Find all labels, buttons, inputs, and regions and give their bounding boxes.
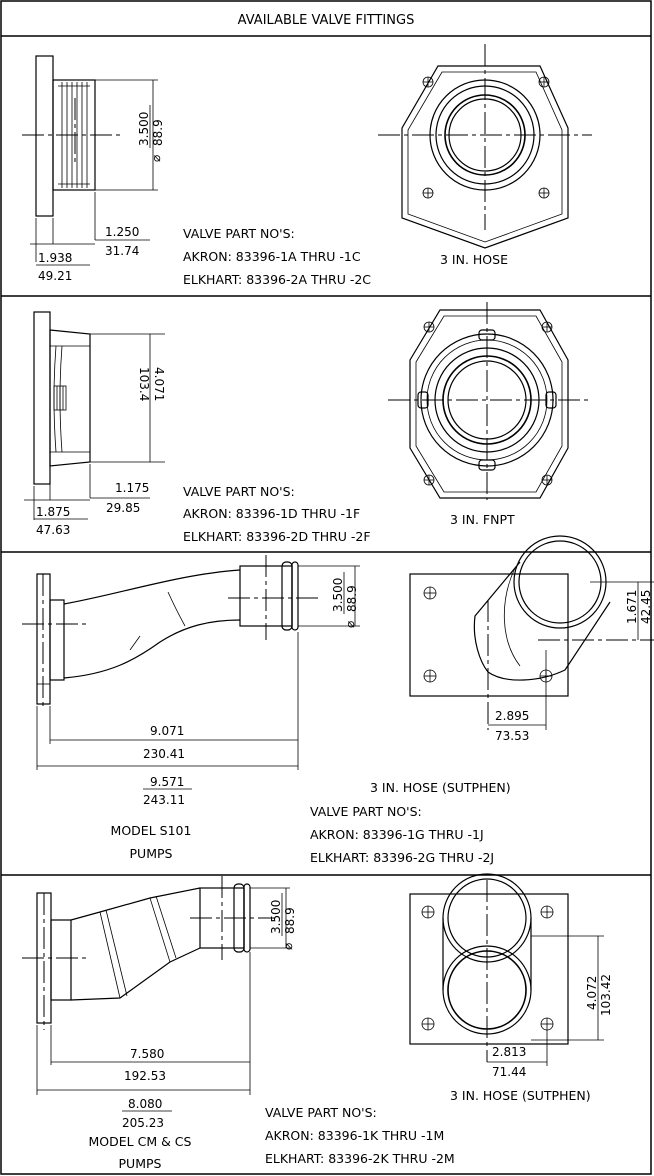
section-4-notes: 3 IN. HOSE (SUTPHEN) VALVE PART NO'S: AK…	[265, 1088, 591, 1166]
section-3-front-view	[409, 535, 654, 730]
akron-part: AKRON: 83396-1D THRU -1F	[183, 506, 360, 521]
dim-d-mm: 42.45	[639, 590, 653, 624]
section-1-notes: VALVE PART NO'S: AKRON: 83396-1A THRU -1…	[183, 226, 508, 287]
section-4-side-view	[22, 876, 290, 1095]
section-2-notes: VALVE PART NO'S: AKRON: 83396-1D THRU -1…	[183, 484, 515, 544]
model-line-1: MODEL CM & CS	[89, 1134, 192, 1149]
dim-a-in: 7.580	[130, 1047, 164, 1061]
elkhart-part: ELKHART: 83396-2D THRU -2F	[183, 529, 371, 544]
dim-d-mm: 103.42	[599, 974, 613, 1016]
dim-a-mm: 192.53	[124, 1069, 166, 1083]
fitting-label: 3 IN. FNPT	[450, 512, 515, 527]
dim-c-in: 2.813	[492, 1045, 526, 1059]
dim-dia-mm: 88.9	[151, 119, 165, 146]
fitting-label: 3 IN. HOSE	[440, 252, 508, 267]
dim-d-in: 4.072	[585, 976, 599, 1010]
diameter-symbol: ⌀	[281, 943, 295, 950]
dim-a-in: 1.250	[105, 225, 139, 239]
part-heading: VALVE PART NO'S:	[310, 804, 422, 819]
section-2-dimensions: 4.071 103.4 1.175 29.85 1.875 47.63	[34, 367, 166, 537]
section-4-front-view	[409, 873, 604, 1066]
dim-b-mm: 243.11	[143, 793, 185, 807]
model-line-1: MODEL S101	[111, 823, 192, 838]
akron-part: AKRON: 83396-1G THRU -1J	[310, 827, 484, 842]
dim-b-mm: 49.21	[38, 269, 72, 283]
dim-d-in: 1.671	[625, 590, 639, 624]
section-1-side-view	[22, 55, 158, 262]
dim-dia-in: 3.500	[331, 578, 345, 612]
dim-dia-in: 3.500	[269, 900, 283, 934]
dim-a-mm: 31.74	[105, 244, 139, 258]
section-1-front-view	[378, 44, 592, 249]
dim-c-mm: 73.53	[495, 729, 529, 743]
section-4-dimensions: 3.500 88.9 ⌀ 7.580 192.53 8.080 205.23 M…	[89, 893, 297, 1171]
elkhart-part: ELKHART: 83396-2G THRU -2J	[310, 850, 494, 865]
dim-b-mm: 205.23	[122, 1116, 164, 1130]
part-heading: VALVE PART NO'S:	[183, 484, 295, 499]
dim-a-in: 1.175	[115, 481, 149, 495]
dim-a-mm: 230.41	[143, 747, 185, 761]
dim-b-in: 8.080	[128, 1097, 162, 1111]
fitting-label: 3 IN. HOSE (SUTPHEN)	[450, 1088, 591, 1103]
dim-b-in: 1.938	[38, 251, 72, 265]
dim-dia-mm: 103.4	[137, 367, 151, 401]
model-line-2: PUMPS	[119, 1156, 162, 1171]
model-line-2: PUMPS	[130, 846, 173, 861]
dim-b-mm: 47.63	[36, 523, 70, 537]
section-2-front-view	[388, 302, 590, 500]
section-3-notes: 3 IN. HOSE (SUTPHEN) VALVE PART NO'S: AK…	[310, 780, 511, 865]
section-4-dimensions-right: 2.813 71.44 4.072 103.42	[492, 974, 613, 1079]
fitting-label: 3 IN. HOSE (SUTPHEN)	[370, 780, 511, 795]
dim-dia-in: 4.071	[152, 367, 166, 401]
dim-dia-in: 3.500	[137, 112, 151, 146]
dim-b-in: 1.875	[36, 505, 70, 519]
dim-dia-mm: 88.9	[283, 907, 297, 934]
dim-c-in: 2.895	[495, 709, 529, 723]
akron-part: AKRON: 83396-1A THRU -1C	[183, 249, 361, 264]
elkhart-part: ELKHART: 83396-2A THRU -2C	[183, 272, 371, 287]
section-2-side-view	[24, 311, 165, 520]
diameter-symbol: ⌀	[343, 621, 357, 628]
dim-a-in: 9.071	[150, 724, 184, 738]
table-title: AVAILABLE VALVE FITTINGS	[238, 13, 415, 28]
dim-a-mm: 29.85	[106, 501, 140, 515]
section-3-dimensions: 3.500 88.9 ⌀ 9.071 230.41 9.571 243.11 M…	[111, 572, 359, 861]
dim-c-mm: 71.44	[492, 1065, 526, 1079]
elkhart-part: ELKHART: 83396-2K THRU -2M	[265, 1151, 455, 1166]
section-3-dimensions-right: 2.895 73.53 1.671 42.45	[495, 590, 653, 743]
part-heading: VALVE PART NO'S:	[265, 1105, 377, 1120]
section-1-dimensions: 3.500 88.9 ⌀ 1.250 31.74 1.938 49.21	[36, 105, 165, 283]
akron-part: AKRON: 83396-1K THRU -1M	[265, 1128, 444, 1143]
part-heading: VALVE PART NO'S:	[183, 226, 295, 241]
section-3-side-view	[22, 555, 360, 770]
dim-b-in: 9.571	[150, 775, 184, 789]
diameter-symbol: ⌀	[149, 155, 163, 162]
dim-dia-mm: 88.9	[345, 585, 359, 612]
